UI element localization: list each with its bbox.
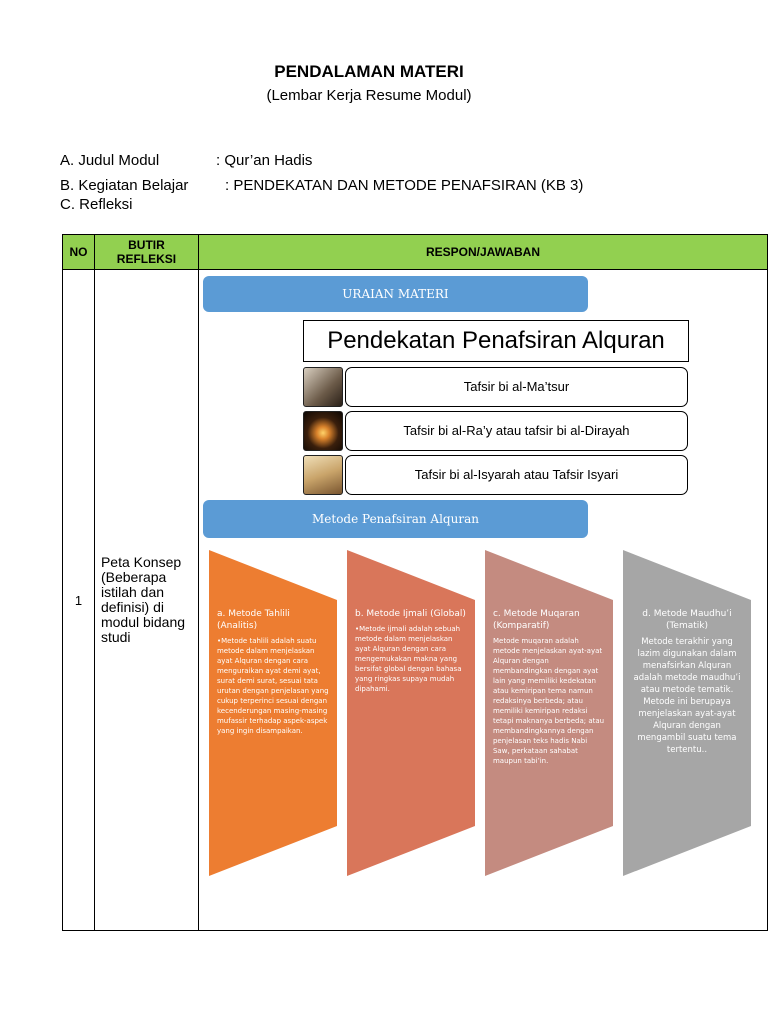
meta-judul-modul: A. Judul Modul : Qur’an Hadis [60, 152, 312, 169]
meta-label: C. Refleksi [60, 196, 133, 213]
chevron-title: d. Metode Maudhu’i (Tematik) [642, 609, 732, 631]
tafsir-row-3: Tafsir bi al-Isyarah atau Tafsir Isyari [344, 455, 688, 495]
chevron-body: •Metode tahlili adalah suatu metode dala… [216, 637, 329, 735]
row-respon: URAIAN MATERI Pendekatan Penafsiran Alqu… [197, 269, 768, 931]
chevron-shape [484, 550, 613, 876]
tafsir-row-1: Tafsir bi al-Ma’tsur [344, 367, 688, 407]
manuscript-image [302, 367, 343, 407]
col-butir-line1: BUTIR [128, 238, 165, 252]
metode-banner: Metode Penafsiran Alquran [202, 500, 588, 538]
chevron-title: b. Metode Ijmali (Global) [354, 609, 466, 619]
col-no: NO [62, 234, 95, 270]
chevron-ijmali: b. Metode Ijmali (Global) •Metode ijmali… [346, 550, 475, 876]
tafsir-row-2: Tafsir bi al-Ra’y atau tafsir bi al-Dira… [344, 411, 688, 451]
chevron-shape [208, 550, 337, 876]
tafsir-row-3-text: Tafsir bi al-Isyarah atau Tafsir Isyari [414, 467, 619, 482]
table-header-row: NO BUTIR REFLEKSI RESPON/JAWABAN [62, 234, 768, 270]
tafsir-row-2-text: Tafsir bi al-Ra’y atau tafsir bi al-Dira… [403, 423, 630, 438]
col-respon: RESPON/JAWABAN [197, 234, 768, 270]
chevron-body: Metode terakhir yang lazim digunakan dal… [633, 637, 741, 755]
chevron-maudhui: d. Metode Maudhu’i (Tematik) Metode tera… [622, 550, 751, 876]
row-butir: Peta Konsep (Beberapa istilah dan defini… [93, 269, 199, 931]
meta-label: A. Judul Modul [60, 152, 160, 169]
meta-value: : Qur’an Hadis [216, 152, 313, 169]
uraian-materi-banner: URAIAN MATERI [202, 276, 588, 312]
pendekatan-title-box: Pendekatan Penafsiran Alquran [302, 320, 689, 362]
chevron-body: •Metode ijmali adalah sebuah metode dala… [354, 625, 462, 693]
meta-kegiatan-belajar: B. Kegiatan Belajar : PENDEKATAN DAN METO… [60, 177, 583, 194]
meta-refleksi: C. Refleksi [60, 196, 133, 213]
chevron-muqaran: c. Metode Muqaran (Komparatif) Metode mu… [484, 550, 613, 876]
tafsir-row-1-text: Tafsir bi al-Ma’tsur [463, 379, 570, 394]
chevron-shape [622, 550, 751, 876]
chevron-title: c. Metode Muqaran (Komparatif) [492, 609, 580, 631]
candle-book-image [302, 411, 343, 451]
chevron-body: Metode muqaran adalah metode menjelaskan… [492, 637, 605, 765]
page-subtitle: (Lembar Kerja Resume Modul) [266, 87, 472, 104]
chevron-title: a. Metode Tahlili (Analitis) [216, 609, 290, 631]
refleksi-table: NO BUTIR REFLEKSI RESPON/JAWABAN 1 Peta … [62, 234, 768, 931]
page-title: PENDALAMAN MATERI [274, 62, 464, 81]
row-butir-text: Peta Konsep (Beberapa istilah dan defini… [100, 554, 186, 645]
col-butir-line2: REFLEKSI [116, 252, 177, 266]
chevron-tahlili: a. Metode Tahlili (Analitis) •Metode tah… [208, 550, 337, 876]
concept-map: URAIAN MATERI Pendekatan Penafsiran Alqu… [199, 271, 766, 930]
open-quran-image [302, 455, 343, 495]
table-row: 1 Peta Konsep (Beberapa istilah dan defi… [62, 269, 768, 931]
chevron-shape [346, 550, 475, 876]
col-butir: BUTIR REFLEKSI [93, 234, 199, 270]
meta-label: B. Kegiatan Belajar [60, 177, 189, 194]
row-number: 1 [62, 269, 95, 931]
meta-value: : PENDEKATAN DAN METODE PENAFSIRAN (KB 3… [225, 177, 584, 194]
